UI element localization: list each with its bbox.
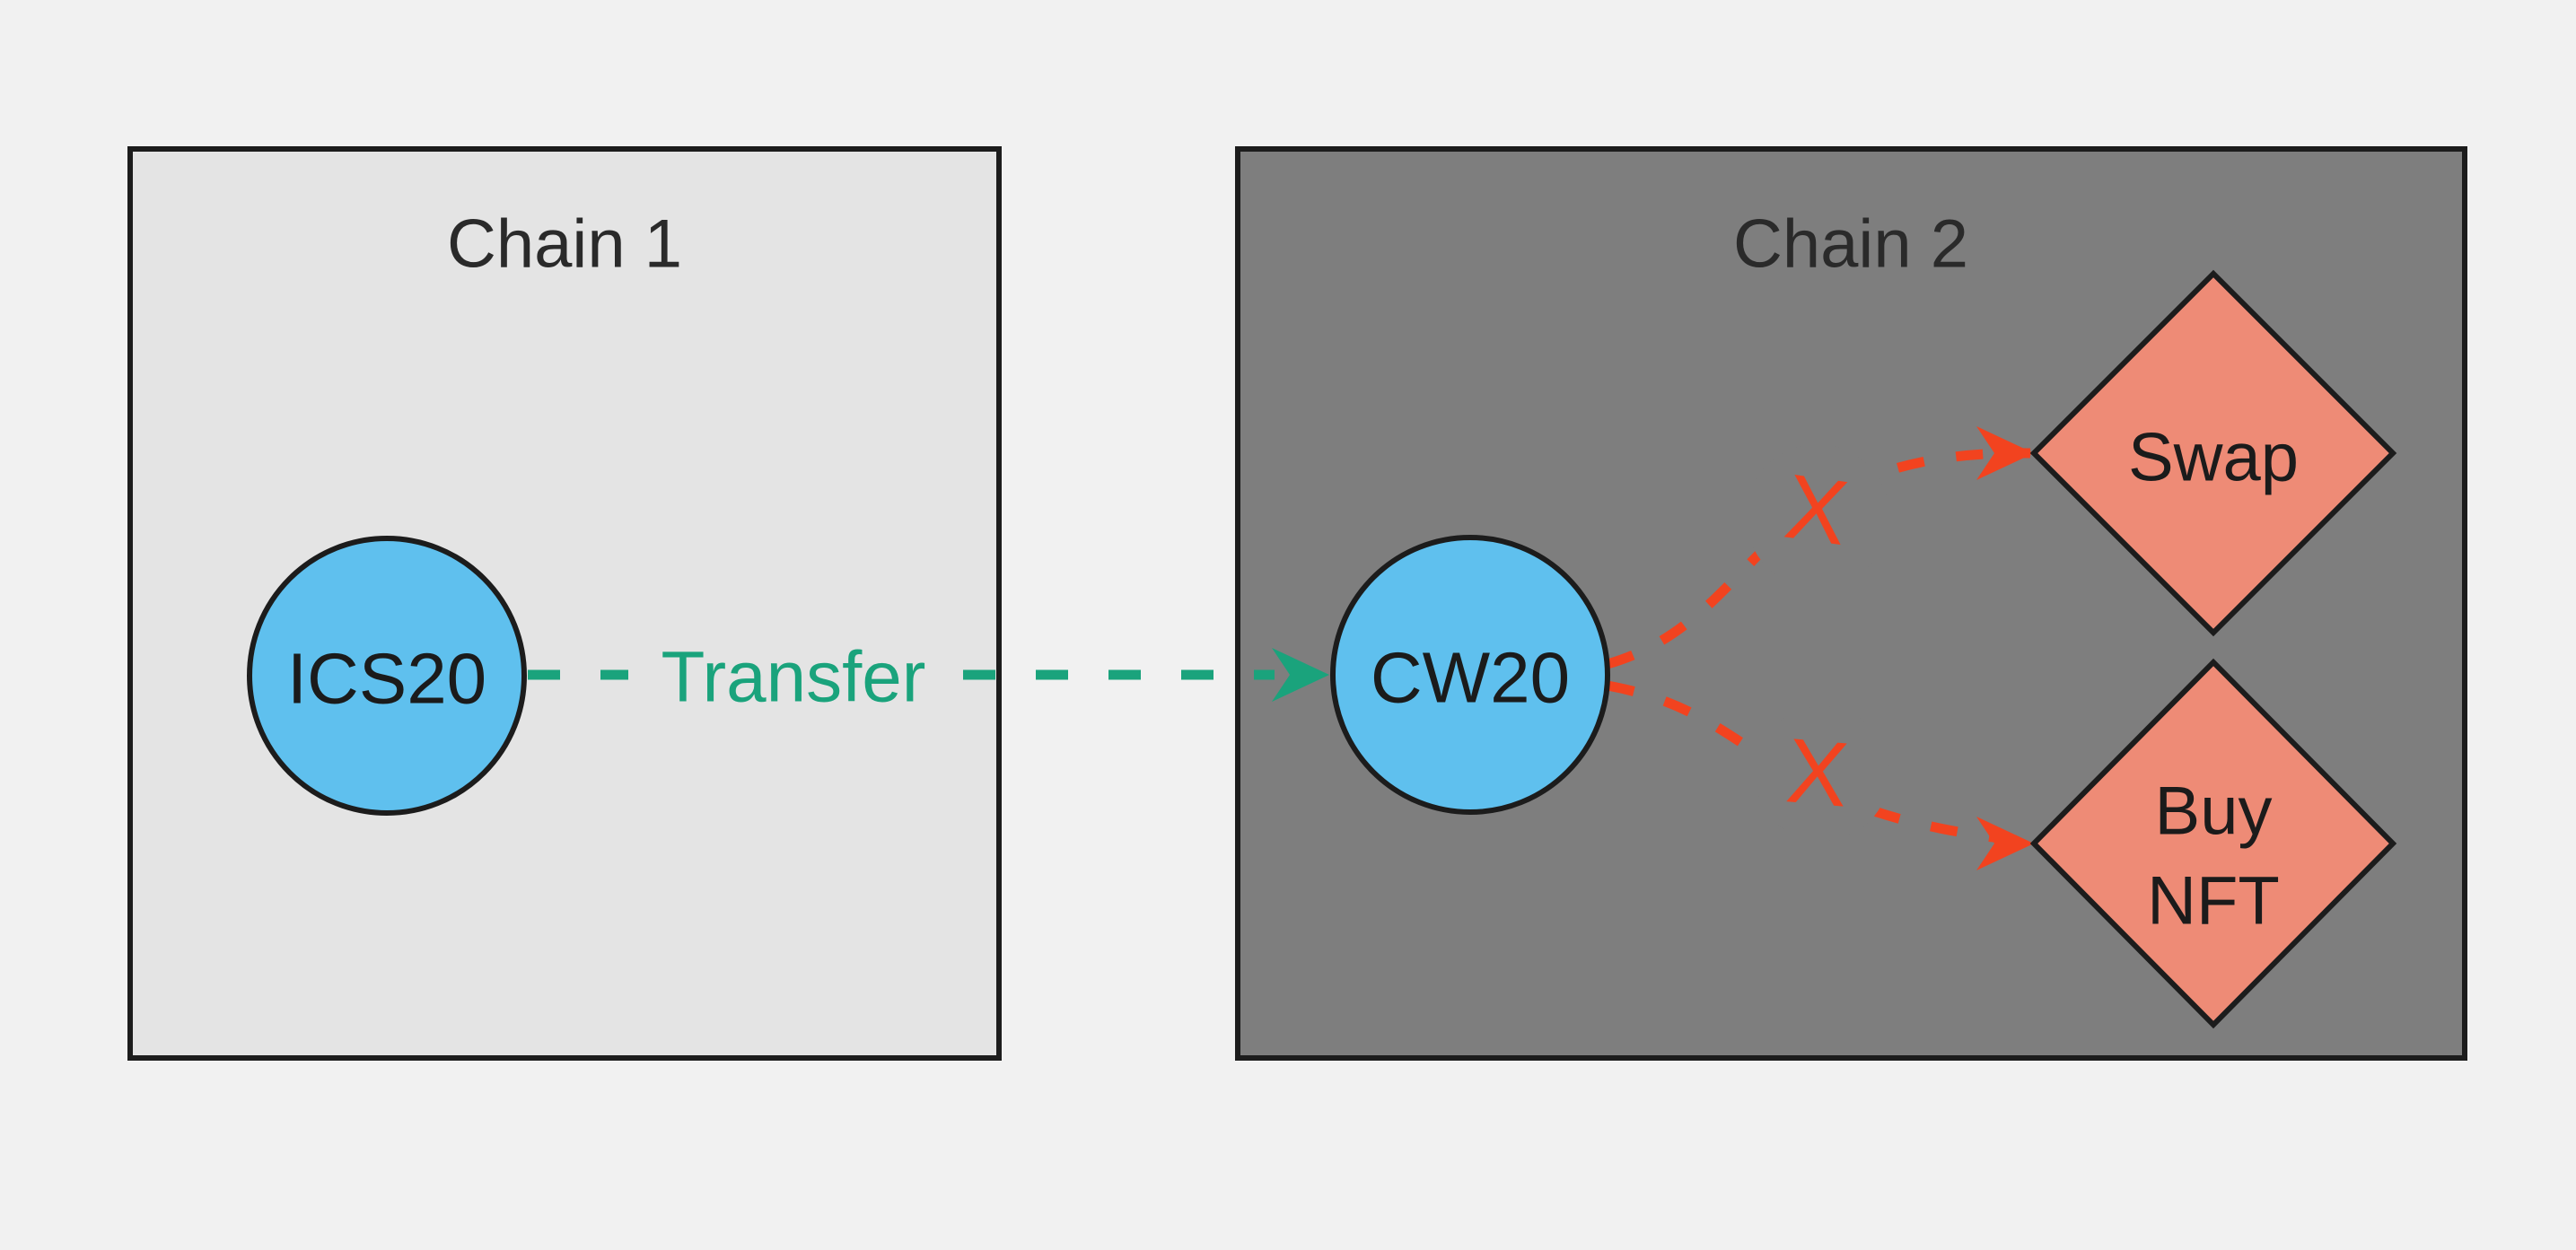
chain-1-title: Chain 1: [447, 206, 682, 283]
swap-node: [2029, 269, 2397, 637]
chain-1-box: [127, 146, 1002, 1061]
buy-nft-node-label-line1: Buy: [2155, 774, 2273, 850]
blocked-edge-to-buy-nft-x-mark: X: [1783, 719, 1853, 826]
ics20-node-label: ICS20: [287, 639, 486, 719]
chain-2-title: Chain 2: [1733, 206, 1968, 283]
blocked-edge-to-swap-x-mark: X: [1779, 455, 1853, 564]
ics20-node: [247, 536, 527, 816]
transfer-edge-label: Transfer: [662, 637, 926, 717]
blocked-edge-to-swap-gap-mask: [1746, 444, 1889, 588]
blocked-edge-to-buy-nft-arrowhead-icon: [1976, 817, 2034, 870]
buy-nft-node-label-line2: NFT: [2147, 863, 2280, 940]
cw20-node-label: CW20: [1371, 638, 1570, 718]
cw20-node: [1330, 535, 1610, 815]
blocked-edge-to-swap-arrowhead-icon: [1976, 426, 2034, 480]
swap-node-label: Swap: [2128, 420, 2299, 496]
blocked-edge-to-swap: [1606, 448, 2031, 669]
blocked-edge-to-buy-nft-gap-mask: [1755, 706, 1889, 841]
transfer-arrowhead-icon: [1272, 648, 1329, 702]
buy-nft-node: [2029, 658, 2397, 1029]
